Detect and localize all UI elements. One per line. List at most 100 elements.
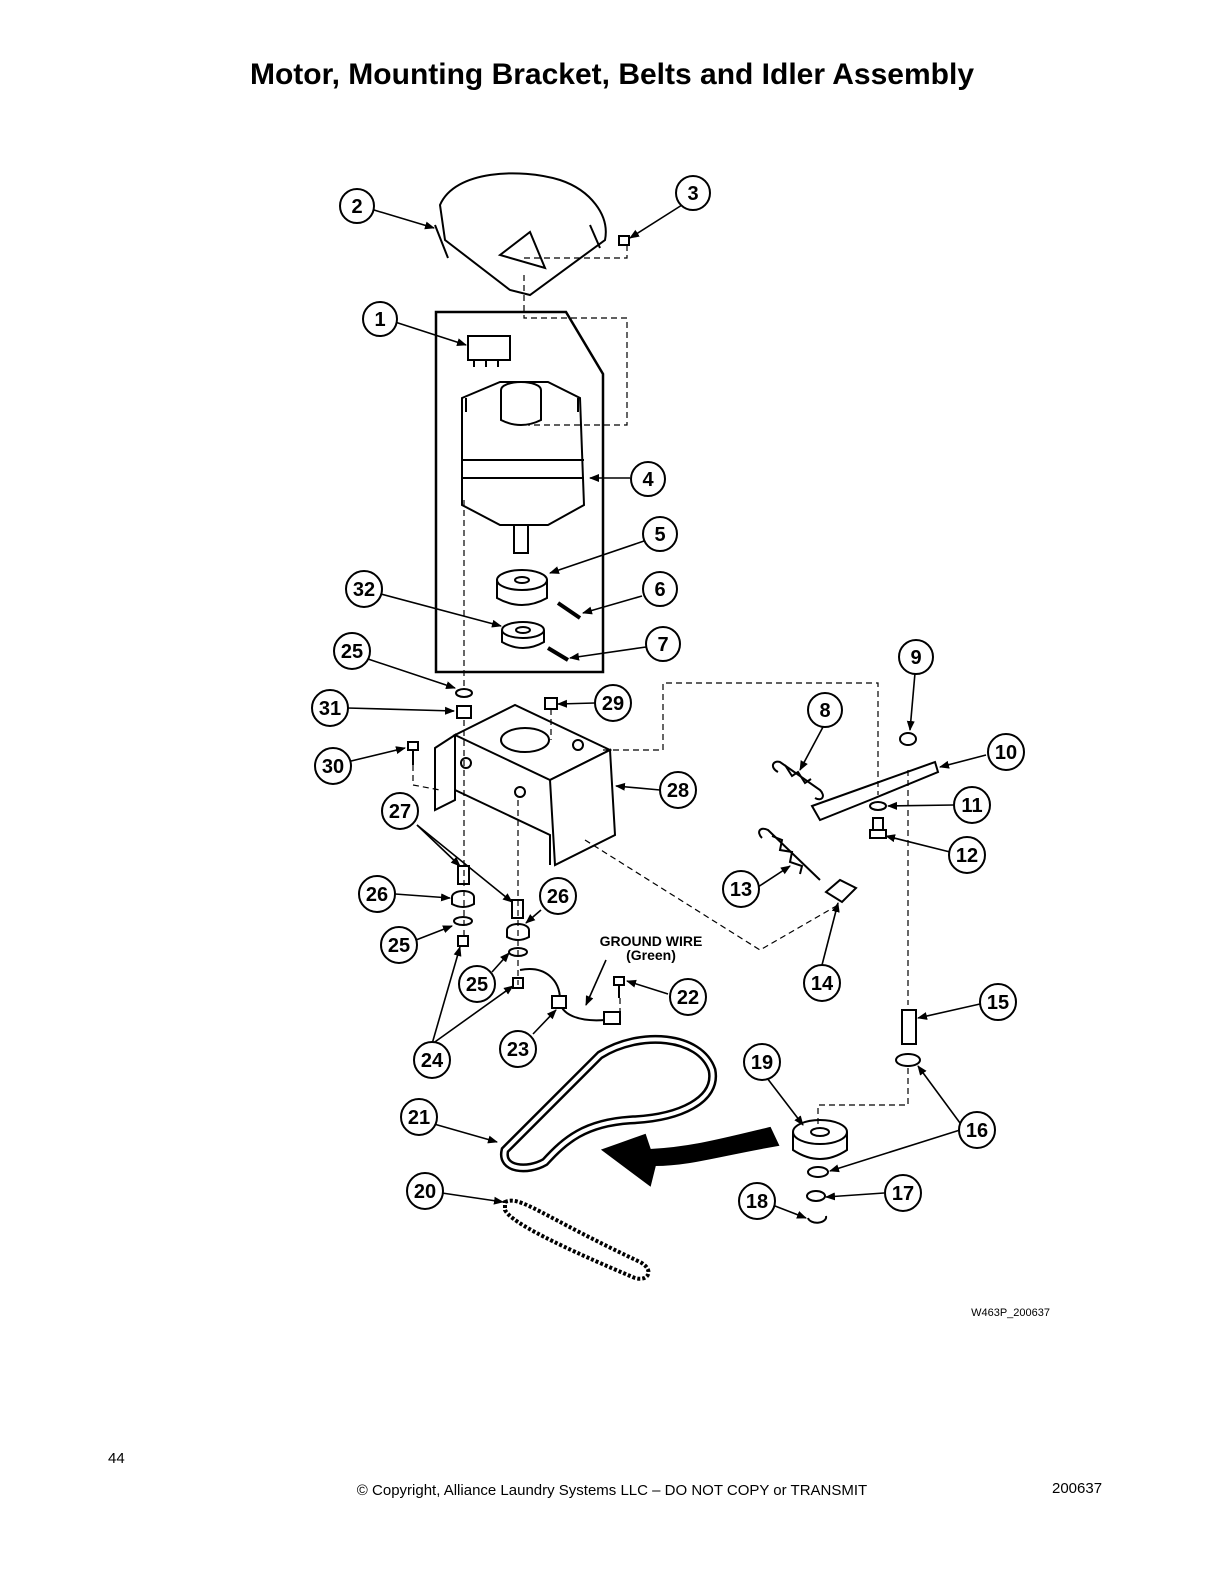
- svg-text:32: 32: [353, 579, 375, 601]
- callout-7: 7: [645, 626, 681, 662]
- ground-wire-part: [519, 968, 621, 1025]
- callout-27: 27: [381, 792, 419, 830]
- svg-text:18: 18: [746, 1191, 768, 1213]
- mounting-bracket-part: [434, 703, 617, 867]
- bushing-part-31: [456, 705, 472, 719]
- callout-14: 14: [803, 964, 841, 1002]
- svg-text:2: 2: [351, 196, 362, 218]
- svg-text:26: 26: [366, 884, 388, 906]
- drawing-code: W463P_200637: [971, 1307, 1050, 1319]
- svg-text:27: 27: [389, 801, 411, 823]
- svg-text:7: 7: [657, 634, 668, 656]
- washer-part: [455, 688, 473, 698]
- bracket-part-14: [824, 878, 858, 904]
- svg-text:21: 21: [408, 1107, 430, 1129]
- motor-part: [461, 381, 586, 554]
- callout-10: 10: [987, 733, 1025, 771]
- svg-text:22: 22: [677, 987, 699, 1009]
- callout-28: 28: [659, 771, 697, 809]
- alignment-lines: [412, 245, 909, 1125]
- svg-text:14: 14: [811, 973, 834, 995]
- spring-part-13: [758, 827, 821, 881]
- ground-wire-color-label: (Green): [626, 947, 676, 963]
- page-title: Motor, Mounting Bracket, Belts and Idler…: [249, 58, 974, 91]
- callouts: 1 2 3 4 5 6 7 8 9 10 11 12 13 14 15 16 1…: [311, 175, 1025, 1220]
- svg-text:19: 19: [751, 1052, 773, 1074]
- svg-text:25: 25: [466, 974, 488, 996]
- pulley-part-32: [501, 621, 545, 649]
- callout-2: 2: [339, 188, 375, 224]
- pin-part-6: [556, 601, 582, 620]
- screw-part-30: [407, 741, 419, 765]
- callout-26: 26: [358, 875, 396, 913]
- callout-4: 4: [630, 461, 666, 497]
- washer-part-16: [895, 1053, 921, 1067]
- callout-19: 19: [743, 1043, 781, 1081]
- motor-pulley-part: [496, 569, 548, 606]
- callout-11: 11: [953, 786, 991, 824]
- spring-part-8: [772, 760, 824, 801]
- nut-part-9: [899, 732, 917, 746]
- belt-direction-arrow: [600, 1126, 780, 1187]
- isolator-stack-left: [451, 865, 475, 947]
- callout-25: 25: [333, 632, 371, 670]
- callout-29: 29: [594, 684, 632, 722]
- callout-15: 15: [979, 983, 1017, 1021]
- callout-3: 3: [675, 175, 711, 211]
- callout-1: 1: [362, 301, 398, 337]
- page-number: 44: [108, 1450, 125, 1467]
- callout-13: 13: [722, 870, 760, 908]
- svg-text:29: 29: [602, 693, 624, 715]
- callout-25-c: 25: [458, 965, 496, 1003]
- svg-text:31: 31: [319, 698, 341, 720]
- callout-5: 5: [642, 516, 678, 552]
- idler-arm-part: [810, 760, 940, 822]
- document-number: 200637: [1052, 1480, 1103, 1497]
- callout-32: 32: [345, 570, 383, 608]
- nut-part: [618, 235, 630, 246]
- ground-wire-label: GROUND WIRE: [600, 933, 703, 949]
- svg-text:25: 25: [341, 641, 363, 663]
- svg-text:20: 20: [414, 1181, 436, 1203]
- motor-group-bracket: [434, 310, 605, 674]
- callout-25-b: 25: [380, 926, 418, 964]
- washer-part-11: [869, 801, 887, 811]
- svg-text:3: 3: [687, 183, 698, 205]
- washer-part-16b: [807, 1166, 829, 1178]
- svg-text:5: 5: [654, 524, 665, 546]
- svg-text:15: 15: [987, 992, 1009, 1014]
- pin-part-7: [546, 646, 570, 662]
- washer-part-17: [806, 1190, 826, 1202]
- callout-18: 18: [738, 1182, 776, 1220]
- svg-text:11: 11: [961, 795, 982, 817]
- belt-part-20: [503, 1198, 651, 1281]
- svg-text:1: 1: [374, 309, 385, 331]
- motor-switch-part: [467, 335, 511, 367]
- callout-23: 23: [499, 1030, 537, 1068]
- svg-text:30: 30: [322, 756, 344, 778]
- svg-text:4: 4: [642, 469, 654, 491]
- svg-text:28: 28: [667, 780, 689, 802]
- bolt-part-12: [869, 817, 887, 839]
- callout-8: 8: [807, 692, 843, 728]
- callout-16: 16: [958, 1111, 996, 1149]
- svg-text:17: 17: [892, 1183, 914, 1205]
- copyright-notice: © Copyright, Alliance Laundry Systems LL…: [356, 1482, 868, 1499]
- svg-text:23: 23: [507, 1039, 529, 1061]
- cap-part-29: [544, 697, 558, 710]
- svg-text:24: 24: [421, 1050, 444, 1072]
- callout-21: 21: [400, 1098, 438, 1136]
- svg-text:13: 13: [730, 879, 752, 901]
- svg-text:9: 9: [910, 647, 921, 669]
- callout-20: 20: [406, 1172, 444, 1210]
- callout-9: 9: [898, 639, 934, 675]
- svg-text:26: 26: [547, 886, 569, 908]
- callout-17: 17: [884, 1174, 922, 1212]
- svg-text:10: 10: [995, 742, 1017, 764]
- callout-12: 12: [948, 836, 986, 874]
- screw-part-22: [613, 976, 625, 998]
- svg-text:6: 6: [654, 579, 665, 601]
- svg-text:8: 8: [819, 700, 830, 722]
- callout-24: 24: [413, 1041, 451, 1079]
